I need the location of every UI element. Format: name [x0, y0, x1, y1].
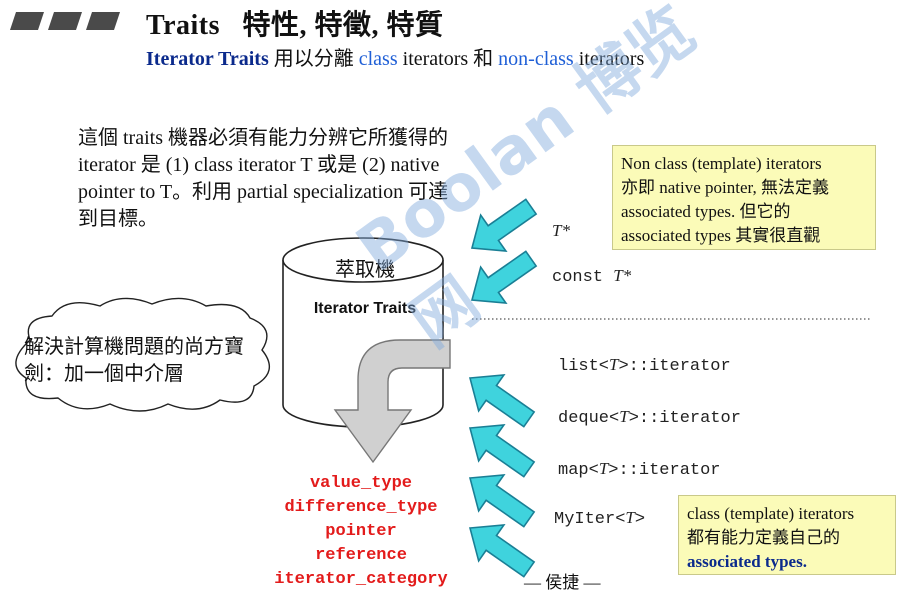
machine-label: 萃取機 — [335, 257, 395, 281]
note-bottom-line-2: 都有能力定義自己的 — [687, 528, 840, 547]
arrow-const-t-ptr — [458, 239, 545, 319]
subtitle-text-3: iterators — [573, 48, 645, 70]
machine-sublabel: Iterator Traits — [313, 300, 417, 317]
assoc-value-type: value_type — [309, 474, 413, 493]
title-decoration-bars — [10, 12, 120, 30]
type-map-iterator: map<T>::iterator — [558, 459, 721, 480]
traits-machine-cylinder — [282, 237, 444, 428]
footer-author: — 侯捷 — — [524, 573, 601, 592]
note-non-class-iterators: Non class (template) iterators 亦即 native… — [612, 145, 876, 250]
type-const-t-ptr: const T* — [552, 266, 632, 287]
note-top-line-1: Non class (template) iterators — [621, 154, 822, 173]
type-myiter: MyIter<T> — [554, 508, 646, 529]
note-bottom-line-1: class (template) iterators — [687, 504, 855, 523]
note-top-line-2: 亦即 native pointer, 無法定義 — [621, 178, 830, 197]
assoc-pointer: pointer — [325, 522, 397, 541]
subtitle-iterator-traits: Iterator Traits — [146, 48, 269, 70]
arrow-t-ptr — [458, 187, 545, 267]
subtitle-text-1: 用以分離 — [268, 48, 359, 70]
cloud-text: 解決計算機問題的尚方寶劍：加一個中介層 — [24, 336, 244, 385]
type-list-iterator: list<T>::iterator — [558, 355, 731, 376]
assoc-reference: reference — [315, 546, 407, 565]
subtitle-class: class — [358, 48, 398, 70]
note-top-line-4: associated types 其實很直觀 — [621, 226, 821, 245]
associated-types-list: value_type difference_type pointer refer… — [230, 472, 492, 592]
cloud-shape — [15, 297, 271, 412]
type-deque-iterator: deque<T>::iterator — [558, 407, 741, 428]
curved-output-arrow — [333, 339, 451, 464]
note-class-iterators: class (template) iterators 都有能力定義自己的 ass… — [678, 495, 896, 575]
page-title: Traits 特性, 特徵, 特質 — [146, 10, 444, 41]
intro-paragraph: 這個 traits 機器必須有能力分辨它所獲得的 iterator 是 (1) … — [78, 127, 449, 230]
note-bottom-line-3: associated types. — [687, 552, 807, 571]
assoc-difference-type: difference_type — [284, 498, 438, 517]
subtitle-text-2: iterators 和 — [397, 48, 499, 70]
page-subtitle: Iterator Traits 用以分離 class iterators 和 n… — [146, 42, 644, 71]
note-top-line-3: associated types. 但它的 — [621, 202, 791, 221]
type-t-ptr: T* — [552, 221, 570, 240]
assoc-iterator-category: iterator_category — [274, 570, 448, 589]
subtitle-non-class: non-class — [498, 48, 574, 70]
